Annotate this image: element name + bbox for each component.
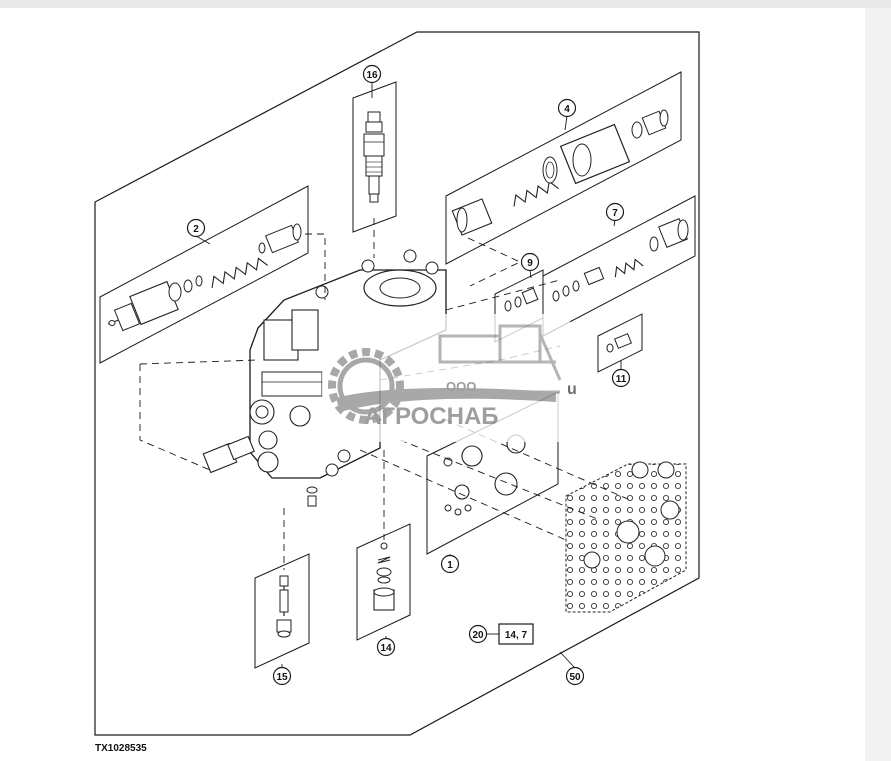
svg-text:50: 50 — [569, 672, 581, 683]
svg-text:2: 2 — [193, 224, 199, 235]
subassembly-16 — [254, 553, 310, 669]
svg-text:7: 7 — [612, 208, 618, 219]
callout-11: 11 — [611, 368, 631, 388]
svg-text:11: 11 — [616, 374, 627, 385]
watermark-logo: ООО АГРОСНАБ u — [322, 314, 577, 442]
figure-id: TX1028535 — [95, 743, 147, 754]
top-strip — [0, 0, 891, 8]
svg-text:1: 1 — [447, 560, 453, 571]
right-strip — [865, 8, 891, 761]
callout-50: 50 — [565, 666, 585, 686]
subassembly-7 — [542, 195, 696, 337]
subassembly-4 — [445, 71, 682, 265]
assembly-frame — [94, 31, 700, 736]
svg-text:16: 16 — [366, 70, 378, 81]
valve-housing-phantom — [565, 461, 687, 613]
subassembly-15 — [352, 81, 397, 233]
leader-solid-lines — [195, 82, 622, 669]
callout-20: 20 — [468, 624, 488, 644]
subassembly-11 — [597, 313, 643, 373]
reference-box: 14, 7 — [498, 623, 534, 645]
watermark-prefix: ООО — [446, 379, 476, 394]
callout-15: 16 — [362, 64, 382, 84]
svg-text:20: 20 — [472, 630, 484, 641]
callout-16: 15 — [272, 666, 292, 686]
subassembly-2 — [99, 185, 309, 364]
swoosh-shape — [336, 388, 556, 412]
watermark-company-name: АГРОСНАБ — [364, 403, 499, 430]
subassembly-14 — [356, 523, 411, 641]
callout-9: 9 — [520, 252, 540, 272]
callout-2: 2 — [186, 218, 206, 238]
svg-text:14: 14 — [380, 643, 392, 654]
svg-text:14, 7: 14, 7 — [505, 630, 528, 641]
callout-1: 1 — [440, 554, 460, 574]
gear-icon — [328, 348, 404, 424]
svg-text:9: 9 — [527, 258, 533, 269]
callout-7: 7 — [605, 202, 625, 222]
svg-text:15: 15 — [276, 672, 288, 683]
svg-text:4: 4 — [564, 104, 570, 115]
watermark-suffix: u — [567, 381, 577, 398]
callout-14: 14 — [376, 637, 396, 657]
callout-4: 4 — [557, 98, 577, 118]
